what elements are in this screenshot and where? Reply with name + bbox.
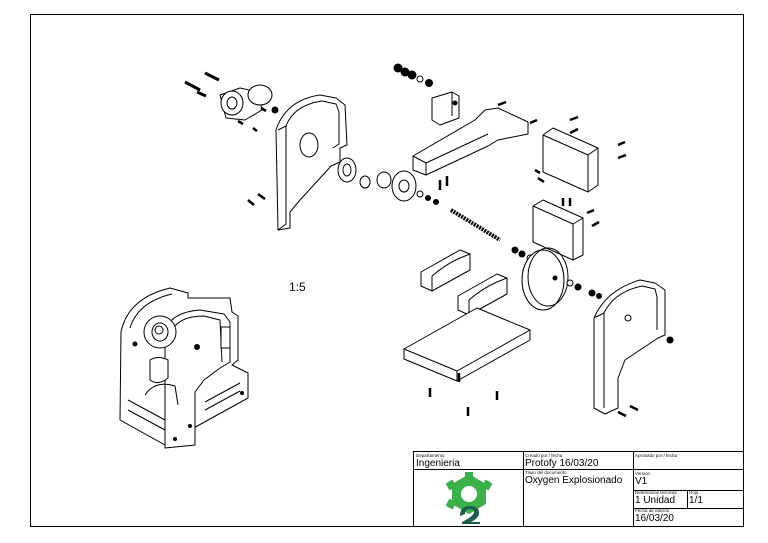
created-cell: Creado por / fecha Protofy 16/03/20 [525, 453, 598, 469]
base-plate [403, 307, 531, 382]
version-label: Version [635, 471, 651, 476]
shaft [449, 208, 502, 242]
disc-bearings [566, 279, 602, 299]
date-label: Fecha de edición [635, 508, 670, 513]
created-value: Protofy 16/03/20 [525, 458, 599, 469]
date-value: 16/03/20 [635, 513, 674, 524]
drawing-sheet-border [30, 14, 744, 527]
version-cell: Version V1 [635, 470, 650, 487]
right-side-plate [593, 279, 674, 415]
top-plate [412, 107, 529, 176]
date-cell: Fecha de edición 16/03/20 [635, 508, 674, 524]
refs-label: Referencias técnicas [635, 490, 677, 495]
left-side-plate [275, 94, 348, 231]
motor-assembly [184, 71, 279, 121]
sheet-value: 1/1 [689, 495, 703, 506]
doc-title-label: Titulo del documento [525, 470, 567, 475]
saddle-support-1 [420, 249, 471, 292]
gear-2-logo [446, 472, 492, 524]
doc-title-cell: Titulo del documento Oxygen Explosionado [525, 470, 622, 486]
large-disc [521, 247, 569, 311]
department-label: Departamento [416, 453, 445, 458]
department-value: Ingenieria [416, 458, 460, 469]
top-screws [393, 63, 433, 87]
assembled-view [119, 287, 249, 449]
refs-value: 1 Unidad [635, 495, 676, 506]
approved-cell: Aprobado por / fecha [635, 453, 677, 458]
sheet-label: Hoja [689, 490, 699, 495]
scale-label: 1:5 [289, 280, 306, 294]
pulleys [337, 157, 439, 205]
title-block: Departamento Ingenieria Creado por / fec… [413, 451, 744, 527]
created-label: Creado por / fecha [525, 453, 563, 458]
department-cell: Departamento Ingenieria [416, 453, 460, 469]
refs-cell: Referencias técnicas 1 Unidad [635, 490, 677, 506]
middle-right-block [532, 199, 584, 261]
sheet-cell: Hoja 1/1 [689, 490, 703, 506]
upper-right-block [542, 127, 599, 193]
version-value: V1 [635, 476, 648, 487]
doc-title-value: Oxygen Explosionado [525, 475, 623, 486]
top-bracket [431, 91, 460, 126]
saddle-support-2 [457, 273, 508, 316]
approved-label: Aprobado por / fecha [635, 453, 678, 458]
